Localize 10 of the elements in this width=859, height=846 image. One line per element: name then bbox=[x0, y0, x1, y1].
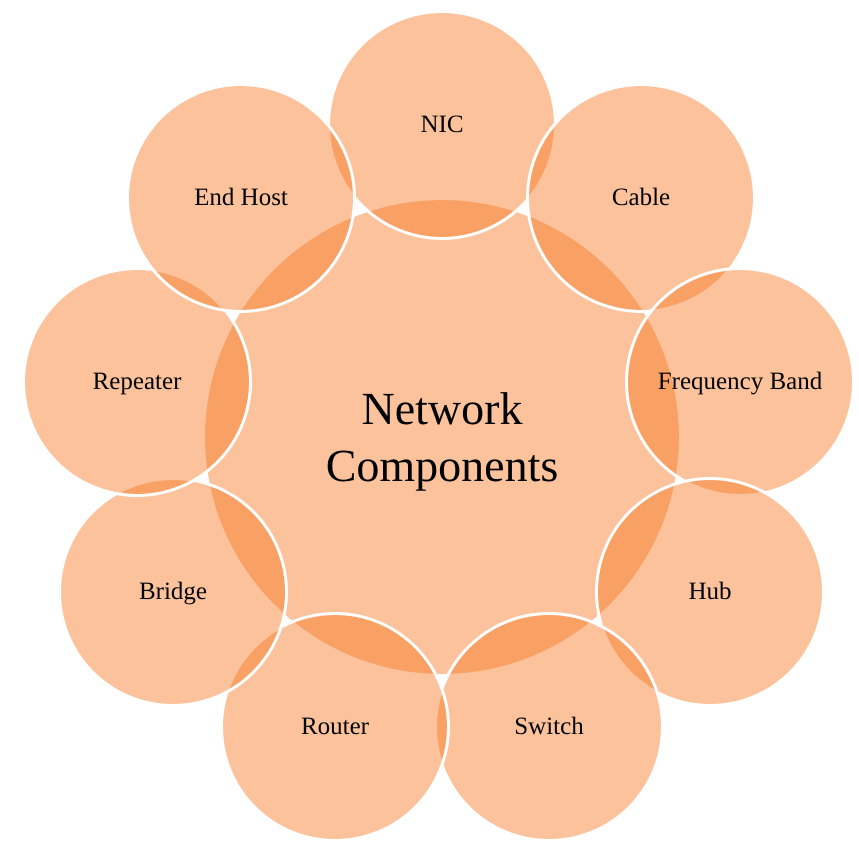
component-label: Router bbox=[300, 712, 370, 742]
component-label: Hub bbox=[687, 577, 733, 608]
title-text: Network Components bbox=[324, 382, 560, 493]
component-label: Cable bbox=[610, 183, 672, 214]
component-label: Bridge bbox=[138, 577, 208, 608]
component-label: End Host bbox=[193, 183, 289, 214]
component-label: Repeater bbox=[92, 367, 182, 398]
component-label: Switch bbox=[513, 712, 585, 742]
component-label: Frequency Band bbox=[656, 367, 824, 398]
component-label: NIC bbox=[419, 110, 465, 140]
